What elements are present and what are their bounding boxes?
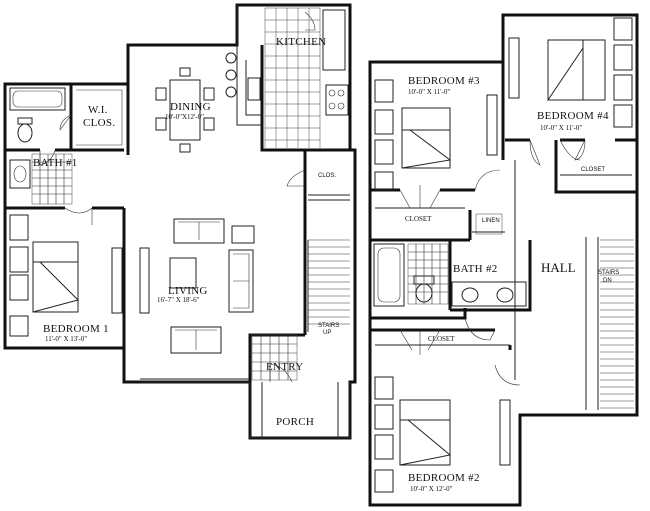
bedroom2-bed [374,376,511,493]
entry-tile-floor [251,334,298,381]
closet-b3-label: CLOSET [405,215,432,223]
bedroom2-label: BEDROOM #2 [408,472,480,484]
first-floor: KITCHEN DINING 10'-0"X12'-0" W.I. CLOS. … [3,3,357,440]
porch [249,382,351,439]
bedroom1-label: BEDROOM 1 [43,323,109,335]
stairs-dn-label-top: STAIRS [598,270,619,276]
second-floor: BEDROOM #3 10'-0" X 11'-0" BEDROOM #4 10… [368,13,639,507]
bedroom1-bed [9,207,123,337]
bedroom2-dimensions: 10'-0" X 12'-0" [410,485,453,493]
stairs-down [600,239,634,409]
bedroom3-bed [374,79,498,191]
bath2-label: BATH #2 [453,263,498,275]
first-floor-doors [39,11,350,383]
entry-label: ENTRY [266,361,304,373]
living-dimensions: 16'-7" X 18'-6" [157,296,200,304]
wi-closet-label-top: W.I. [88,104,108,116]
wi-closet [59,89,123,146]
kitchen-label: KITCHEN [276,36,326,48]
kitchen-tile-floor [264,7,321,148]
bedroom4-dimensions: 10'-0" X 11'-0" [540,124,582,132]
stairs-up [307,239,350,332]
bedroom1-dimensions: 11'-0" X 13'-0" [45,335,87,343]
closet-b4-label: CLOSET [581,167,605,173]
kitchen-stools [225,52,237,98]
dining-dimensions: 10'-0"X12'-0" [165,113,204,121]
kitchen-counter [236,9,349,126]
wi-closet-label-bottom: CLOS. [83,117,115,129]
living-label: LIVING [168,285,208,297]
closet-b2-label: CLOSET [428,335,455,343]
second-floor-closets [375,139,632,386]
living-furniture [139,218,255,354]
bath1-label: BATH #1 [33,157,78,169]
clos-label: CLOS. [318,173,336,179]
dining-table [155,67,215,153]
bedroom3-label: BEDROOM #3 [408,75,480,87]
first-floor-labels: KITCHEN DINING 10'-0"X12'-0" W.I. CLOS. … [33,36,339,428]
porch-label: PORCH [276,416,314,428]
bedroom4-label: BEDROOM #4 [537,110,609,122]
second-floor-outer-wall [368,13,639,507]
stairs-up-label-bottom: UP [323,330,331,336]
linen-label: LINEN [482,218,500,224]
bedroom3-dimensions: 10'-0" X 11'-0" [408,88,450,96]
stairs-dn-label-bottom: DN [603,278,612,284]
bath2-fixtures [373,213,527,307]
bedroom4-bed [508,17,633,128]
hall-label: HALL [541,260,576,275]
bath1-fixtures [9,87,73,205]
second-floor-labels: BEDROOM #3 10'-0" X 11'-0" BEDROOM #4 10… [405,75,619,493]
stairs-up-label-top: STAIRS [318,323,339,329]
dining-label: DINING [170,101,211,113]
